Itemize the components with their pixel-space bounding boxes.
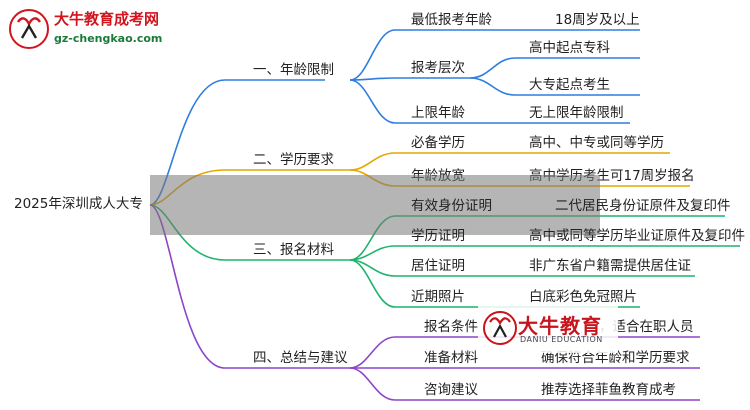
link-branch-0-item-2: [349, 79, 495, 124]
link-branch-2-item-3: [349, 259, 495, 308]
link-branch-3-item-0: [349, 336, 485, 369]
branch-3-item-2-child-0: 推荐选择菲鱼教育成考: [541, 382, 676, 398]
branch-0-item-0-label: 最低报考年龄: [411, 12, 492, 28]
root-node: 2025年深圳成人大专: [14, 196, 143, 212]
link-branch-0-item-1: [349, 77, 470, 81]
branch-2-label: 三、报名材料: [253, 242, 334, 258]
watermark-logo: 大牛教育 DANIU EDUCATION: [478, 303, 618, 353]
branch-1-item-0-child-0: 高中、中专或同等学历: [529, 135, 664, 151]
site-logo[interactable]: 大牛教育成考网 gz-chengkao.com: [8, 6, 168, 52]
bull-logo-icon: [9, 9, 49, 49]
link-item-1-child-0: [469, 57, 640, 79]
branch-0-label: 一、年龄限制: [253, 62, 334, 78]
branch-2-item-3-child-0: 白底彩色免冠照片: [529, 289, 637, 305]
link-branch-0-item-0: [349, 29, 495, 81]
branch-2-item-3-label: 近期照片: [411, 289, 465, 305]
branch-3-item-1-child-0: 确保符合年龄和学历要求: [541, 350, 690, 366]
branch-3-item-0-label: 报名条件: [424, 319, 478, 335]
branch-0-item-1-label: 报考层次: [411, 60, 465, 76]
branch-0-item-2-label: 上限年龄: [411, 105, 465, 121]
branch-3-item-1-label: 准备材料: [424, 350, 478, 366]
overlay-band: [150, 175, 600, 235]
branch-2-item-0-child-0: 二代居民身份证原件及复印件: [555, 198, 731, 214]
bull-watermark-icon: [483, 311, 517, 345]
link-branch-2-item-1: [349, 245, 495, 261]
branch-0-item-0-child-0: 18周岁及以上: [555, 12, 640, 28]
branch-2-item-1-child-0: 高中或同等学历毕业证原件及复印件: [529, 228, 745, 244]
branch-0-item-2-child-0: 无上限年龄限制: [529, 105, 624, 121]
branch-3-label: 四、总结与建议: [253, 350, 348, 366]
branch-2-item-2-label: 居住证明: [411, 258, 465, 274]
branch-1-label: 二、学历要求: [253, 152, 334, 168]
watermark-en: DANIU EDUCATION: [520, 335, 603, 344]
branch-3-item-0-child-0: ，适合在职人员: [599, 319, 694, 335]
branch-0-links: [149, 29, 640, 206]
branch-0-item-1-child-0: 高中起点专科: [529, 40, 610, 56]
logo-name: 大牛教育成考网: [54, 10, 160, 28]
branch-0-item-1-child-1: 大专起点考生: [529, 77, 610, 93]
link-item-1-child-1: [469, 77, 640, 96]
logo-url: gz-chengkao.com: [54, 32, 163, 45]
link-branch-1-item-0: [349, 152, 495, 171]
watermark-name: 大牛教育: [518, 314, 602, 338]
branch-2-item-0-label: 有效身份证明: [411, 198, 492, 214]
branch-2-item-1-label: 学历证明: [411, 228, 465, 244]
link-branch-3-item-2: [349, 367, 485, 401]
branch-1-item-0-label: 必备学历: [411, 135, 465, 151]
branch-2-item-2-child-0: 非广东省户籍需提供居住证: [529, 258, 691, 274]
branch-3-item-2-label: 咨询建议: [424, 382, 478, 398]
